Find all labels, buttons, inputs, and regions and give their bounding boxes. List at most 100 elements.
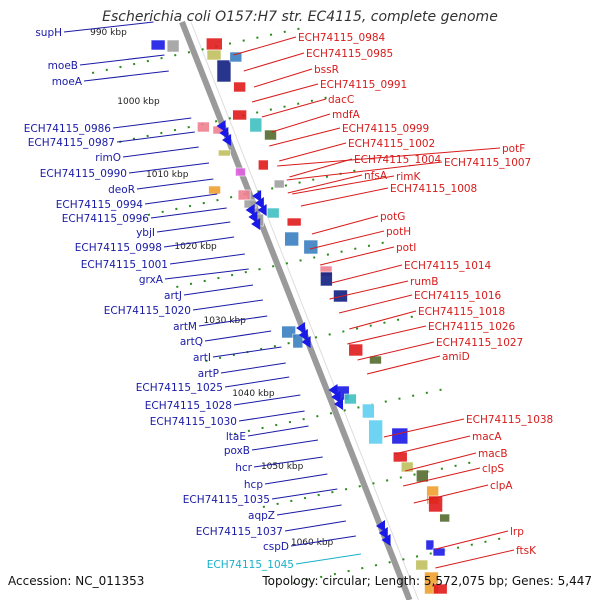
tick-line xyxy=(119,95,335,143)
gene-label-group: ECH74115_1038 xyxy=(383,414,553,438)
gene-label: lrp xyxy=(510,526,524,538)
gene-label-group: ltaE xyxy=(226,425,309,443)
gene-label: potH xyxy=(386,226,411,238)
gene-label-group: ECH74115_0990 xyxy=(40,162,210,180)
gene-feature xyxy=(284,231,299,247)
gene-feature xyxy=(368,419,383,445)
gene-label-group: ECH74115_1027 xyxy=(357,337,523,361)
gene-label-group: rimK xyxy=(292,171,421,195)
gene-arrow xyxy=(381,534,391,546)
gene-arrow xyxy=(254,197,264,209)
gene-label-group: artQ xyxy=(180,330,272,348)
gene-label-group: ECH74115_0996 xyxy=(62,207,227,225)
gene-label-group: ftsK xyxy=(435,545,537,569)
gene-label-group: ECH74115_1001 xyxy=(81,253,245,271)
gene-label-group: ECH74115_0998 xyxy=(75,236,235,254)
gene-label-group: ECH74115_1016 xyxy=(338,290,502,314)
gene-label-group: artI xyxy=(193,346,282,364)
gene-label: artI xyxy=(193,352,211,364)
gene-feature xyxy=(392,451,408,463)
gene-label: hcp xyxy=(244,479,263,491)
gene-label: potI xyxy=(396,242,416,254)
gene-leader-line xyxy=(394,435,471,455)
gene-feature xyxy=(205,37,223,51)
gene-label: macB xyxy=(478,448,508,460)
gene-label: ECH74115_1004 xyxy=(354,154,442,166)
gene-leader-line xyxy=(357,341,435,361)
gene-label-group: ECH74115_1045 xyxy=(207,553,361,571)
gene-feature xyxy=(206,49,222,61)
gene-label-group: ECH74115_0986 xyxy=(24,117,192,135)
gene-label-group: ECH74115_0991 xyxy=(251,79,407,103)
gene-label: ECH74115_1035 xyxy=(183,494,270,506)
tick-line xyxy=(147,168,364,216)
gene-label: ECH74115_1030 xyxy=(150,416,237,428)
gene-label: rumB xyxy=(410,276,438,288)
gene-label: aqpZ xyxy=(248,510,275,522)
gene-label: mdfA xyxy=(332,109,361,121)
gene-leader-line xyxy=(156,221,231,233)
tick-line xyxy=(91,26,308,74)
gene-label: ECH74115_0999 xyxy=(342,123,429,135)
gene-feature xyxy=(432,583,448,595)
gene-label-group: potI xyxy=(320,242,416,266)
gene-label: macA xyxy=(472,431,502,443)
gene-leader-line xyxy=(169,253,245,265)
gene-label-group: ECH74115_1028 xyxy=(145,394,301,412)
gene-feature xyxy=(344,393,357,405)
gene-leader-line xyxy=(150,207,227,219)
gene-leader-line xyxy=(192,299,264,311)
gene-feature xyxy=(233,81,246,93)
gene-feature xyxy=(400,461,414,473)
gene-leader-line xyxy=(300,187,389,207)
gene-arrow xyxy=(328,384,338,396)
gene-leader-line xyxy=(435,549,515,569)
gene-label: ECH74115_1045 xyxy=(207,559,294,571)
gene-leader-line xyxy=(329,280,409,300)
gene-label-group: clpA xyxy=(413,480,513,504)
gene-leader-line xyxy=(435,530,509,550)
gene-leader-line xyxy=(287,174,363,194)
gene-label-group: moeA xyxy=(52,70,169,88)
gene-label: potG xyxy=(380,211,405,223)
gene-label-group: rimO xyxy=(95,146,199,164)
gene-feature xyxy=(415,559,429,571)
gene-label: ECH74115_0998 xyxy=(75,242,162,254)
gene-feature xyxy=(237,189,251,201)
gene-label-group: potH xyxy=(309,226,411,250)
gene-label-group: ECH74115_1008 xyxy=(300,183,477,207)
gene-label-group: amiD xyxy=(366,351,470,375)
gene-leader-line xyxy=(403,467,481,487)
gene-arrow xyxy=(245,204,255,216)
gene-feature xyxy=(216,59,232,83)
gene-label: ECH74115_0986 xyxy=(24,123,112,135)
gene-leader-line xyxy=(338,294,413,314)
gene-leader-line xyxy=(83,70,169,82)
gene-label: ECH74115_1027 xyxy=(436,337,523,349)
gene-arrow xyxy=(296,322,306,334)
gene-label-group: aqpZ xyxy=(248,504,342,522)
gene-leader-line xyxy=(220,362,286,374)
kbp-label: 1010 kbp xyxy=(146,170,189,180)
gene-feature xyxy=(249,117,263,133)
gene-label-group: ECH74115_0987 xyxy=(28,131,195,149)
gene-leader-line xyxy=(79,54,165,66)
gene-feature xyxy=(362,403,375,419)
gene-arrow xyxy=(252,190,262,202)
gene-label-group: macA xyxy=(394,431,502,455)
gene-arrow xyxy=(216,120,226,132)
gene-leader-line xyxy=(233,394,301,406)
gene-leader-line xyxy=(112,117,192,129)
gene-leader-line xyxy=(271,113,331,133)
gene-label-group: ECH74115_1025 xyxy=(136,376,290,394)
gene-label: ECH74115_1002 xyxy=(348,138,435,150)
gene-label: ECH74115_1018 xyxy=(418,306,505,318)
gene-label: ECH74115_1008 xyxy=(390,183,477,195)
gene-leader-line xyxy=(286,161,443,181)
gene-feature xyxy=(292,333,304,349)
topology-label: Topology: circular; Length: 5,572,075 bp… xyxy=(262,574,592,588)
gene-feature xyxy=(218,149,231,157)
gene-leader-line xyxy=(247,425,309,437)
gene-leader-line xyxy=(63,21,154,33)
gene-label-group: ECH74115_1020 xyxy=(104,299,264,317)
